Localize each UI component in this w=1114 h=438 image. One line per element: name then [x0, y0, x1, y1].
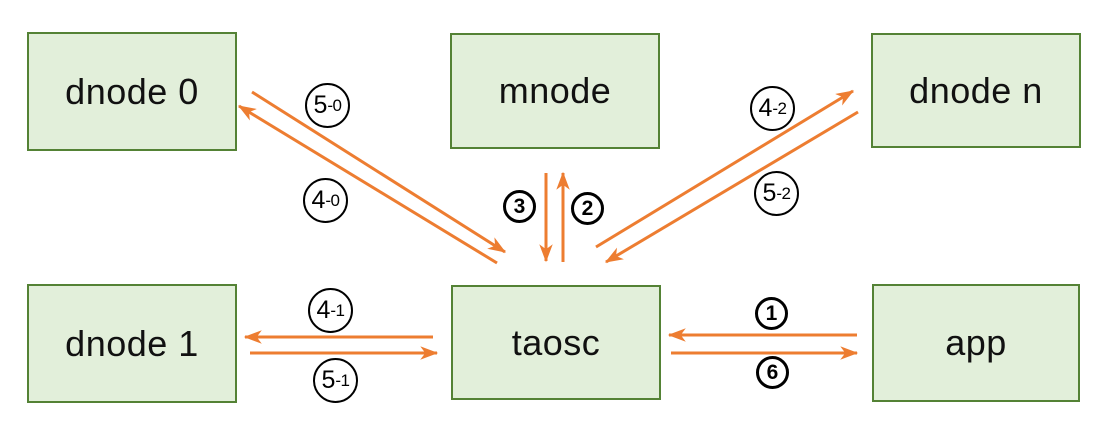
edge-label-5-2-main: 5 — [762, 179, 777, 207]
edge-label-4-0-main: 4 — [311, 186, 326, 214]
edge-label-5-0-suffix: -0 — [327, 95, 342, 115]
edge-label-1: 1 — [755, 297, 788, 330]
node-dnode-0-label: dnode 0 — [65, 70, 199, 112]
node-app-label: app — [945, 322, 1007, 363]
edge-label-5-0-main: 5 — [313, 91, 328, 119]
edge-label-5-1-suffix: -1 — [335, 370, 350, 390]
node-dnode-n: dnode n — [871, 33, 1081, 148]
edge-label-4-1-main: 4 — [316, 296, 331, 324]
edge-label-4-0-suffix: -0 — [325, 190, 340, 210]
node-mnode-label: mnode — [498, 70, 612, 111]
edge-label-2-main: 2 — [581, 196, 594, 220]
edge-label-4-2: 4-2 — [750, 86, 795, 131]
edge-label-6: 6 — [756, 356, 789, 389]
node-dnode-1-label: dnode 1 — [65, 322, 199, 364]
node-dnode-n-label: dnode n — [909, 69, 1043, 111]
edge-label-6-main: 6 — [766, 360, 779, 384]
edge-label-4-1-suffix: -1 — [330, 300, 345, 320]
node-dnode-1: dnode 1 — [27, 284, 237, 403]
edge-label-5-1-main: 5 — [321, 366, 336, 394]
node-taosc: taosc — [451, 285, 661, 400]
edge-label-1-main: 1 — [765, 301, 778, 325]
node-app: app — [872, 284, 1080, 402]
edge-label-4-2-main: 4 — [758, 94, 773, 122]
edge-label-2: 2 — [571, 192, 604, 225]
node-mnode: mnode — [450, 33, 660, 149]
edge-label-4-1: 4-1 — [308, 288, 353, 333]
node-dnode-0: dnode 0 — [27, 32, 237, 151]
edge-label-5-0: 5-0 — [305, 83, 350, 128]
edge-label-5-2-suffix: -2 — [776, 183, 791, 203]
edge-label-3: 3 — [503, 190, 536, 223]
edge-label-4-0: 4-0 — [303, 178, 348, 223]
edge-label-5-1: 5-1 — [313, 358, 358, 403]
node-taosc-label: taosc — [511, 321, 601, 363]
edge-label-4-2-suffix: -2 — [772, 98, 787, 118]
edge-label-5-2: 5-2 — [754, 171, 799, 216]
edge-label-3-main: 3 — [513, 194, 526, 218]
